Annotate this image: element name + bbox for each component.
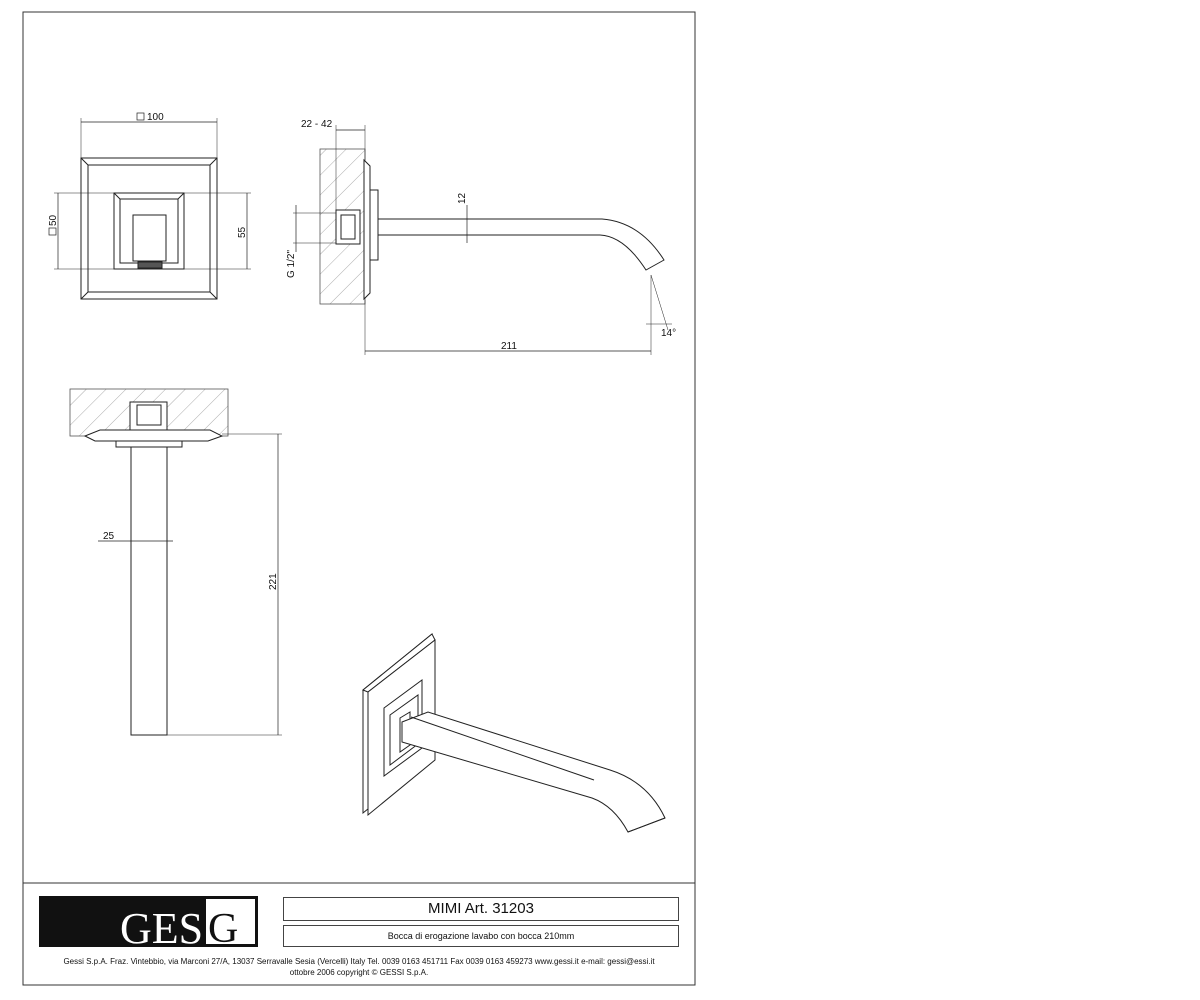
logo-text: GESS	[120, 904, 228, 953]
address-line: Gessi S.p.A. Fraz. Vintebbio, via Marcon…	[63, 957, 655, 966]
dim-square-inner: 50	[48, 214, 59, 226]
dim-spout-width: 25	[103, 531, 115, 542]
product-description-box: Bocca di erogazione lavabo con bocca 210…	[283, 925, 679, 947]
dim-thread: G 1/2"	[286, 250, 297, 278]
gessi-logo: GESS G	[39, 896, 258, 953]
svg-text:G: G	[208, 906, 238, 952]
sheet-border	[22, 11, 696, 986]
dim-projection: 221	[268, 573, 279, 590]
dim-spout-length: 211	[501, 341, 517, 352]
dim-spout-thickness: 12	[457, 192, 468, 204]
top-view	[69, 388, 282, 736]
company-address: Gessi S.p.A. Fraz. Vintebbio, via Marcon…	[24, 956, 694, 978]
dim-plate-width: 100	[147, 112, 164, 123]
product-title-box: MIMI Art. 31203	[283, 897, 679, 921]
square-symbol-icon	[48, 227, 57, 236]
dim-height-55: 55	[237, 226, 248, 238]
isometric-view	[362, 632, 666, 833]
dim-angle: 14°	[661, 328, 676, 339]
dim-wall-range: 22 - 42	[301, 119, 333, 130]
square-symbol-icon	[136, 112, 145, 121]
copyright-line: ottobre 2006 copyright © GESSI S.p.A.	[289, 968, 429, 977]
front-view	[54, 118, 251, 300]
side-view	[293, 125, 672, 355]
